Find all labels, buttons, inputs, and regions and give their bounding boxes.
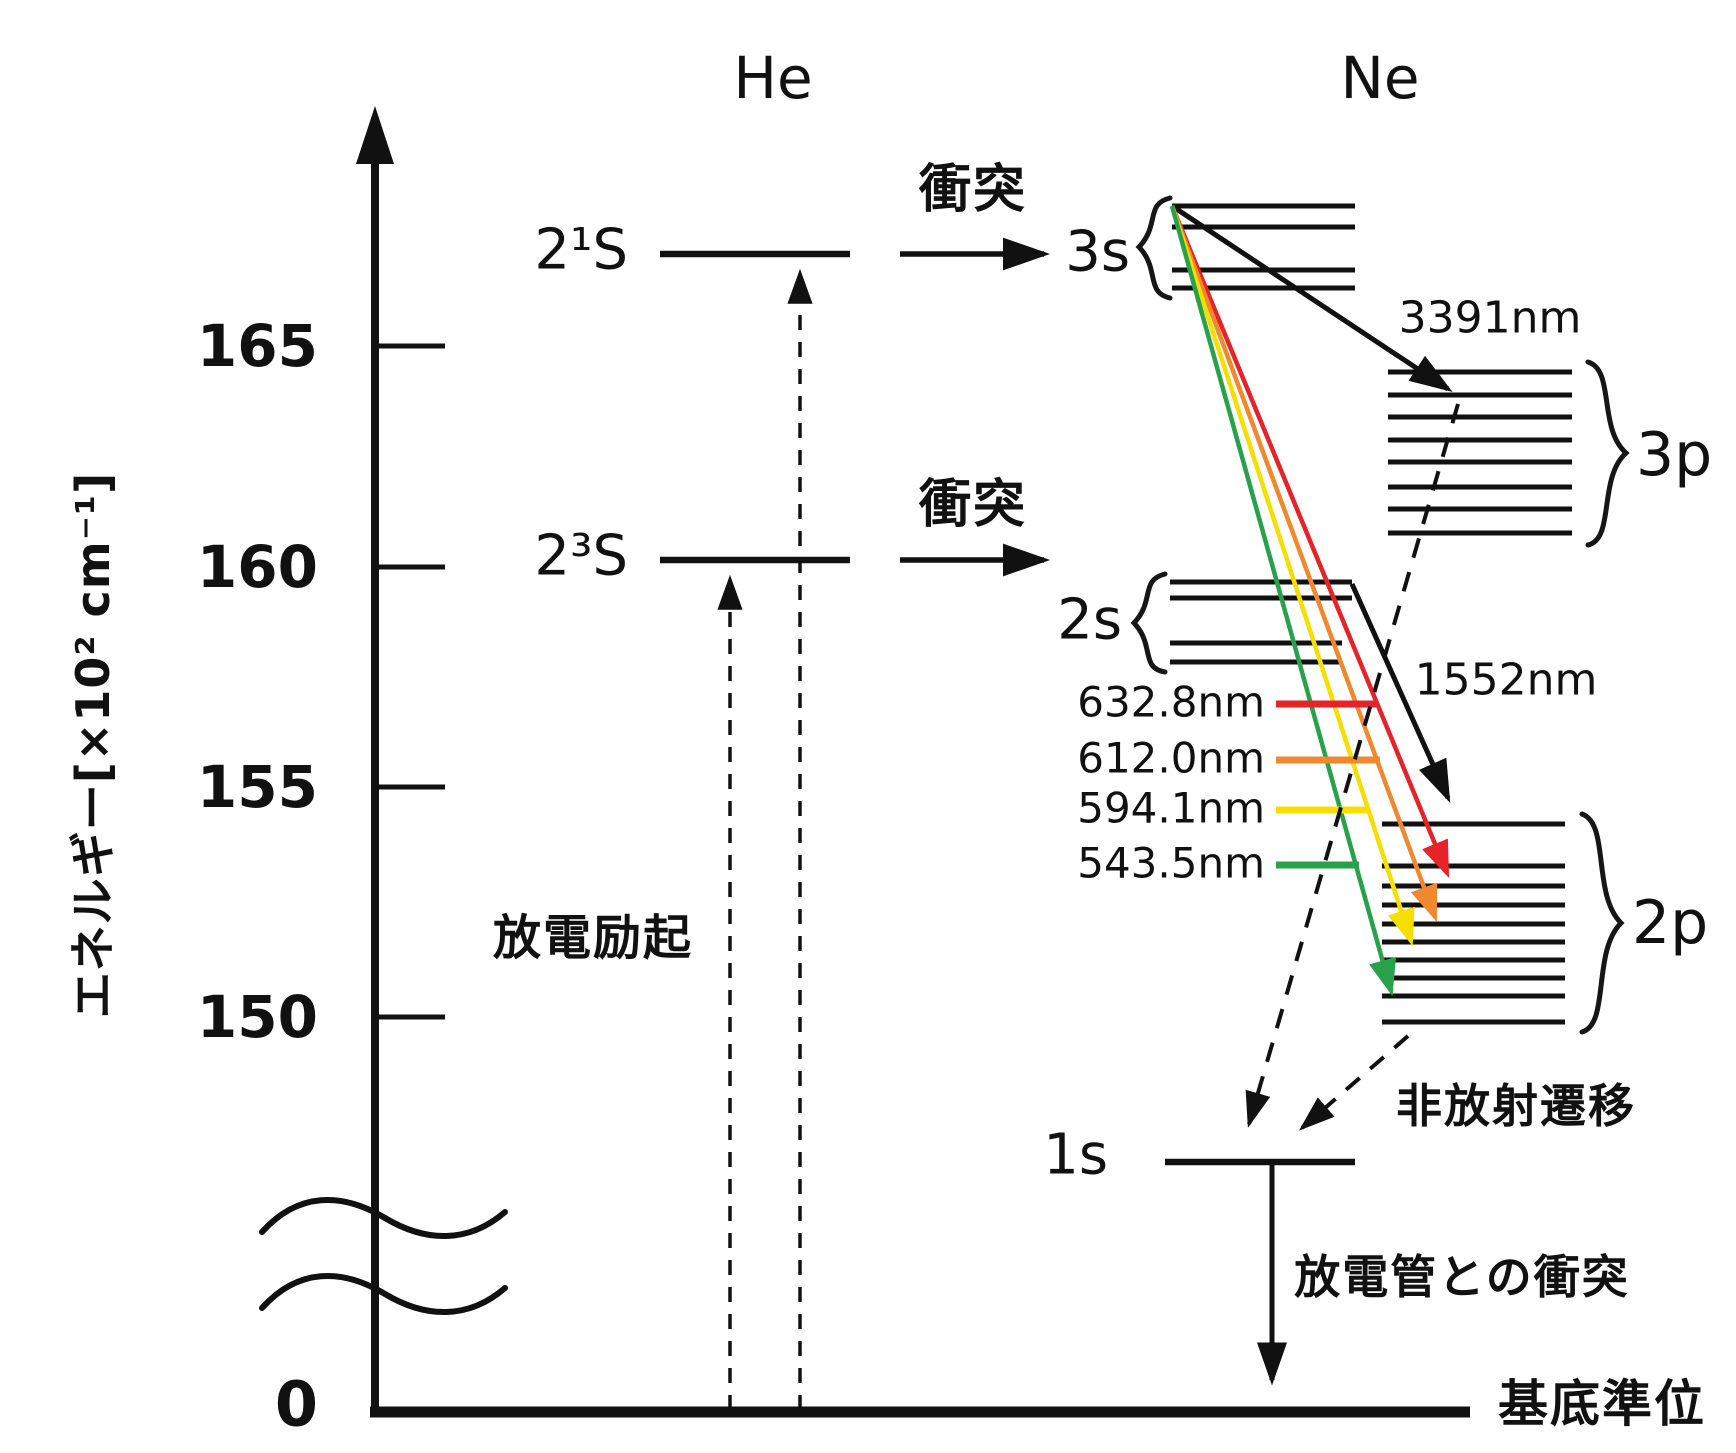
ne-group-2s-label: 2s [1057, 588, 1122, 653]
column-header-ne: Ne [1340, 44, 1419, 112]
wavelength-label-543nm: 543.5nm [1077, 839, 1265, 888]
brace-2p [1579, 811, 1625, 1035]
wavelength-label-632nm: 632.8nm [1077, 678, 1265, 727]
tube-collision-label: 放電管との衝突 [1294, 1250, 1630, 1304]
wavelength-label-612nm: 612.0nm [1077, 734, 1265, 783]
transition-3391nm-label: 3391nm [1399, 293, 1582, 344]
transition-632nm-arrow [1169, 205, 1450, 878]
axis-break-wave-upper [259, 1196, 508, 1239]
tick-label-0: 0 [275, 1368, 318, 1441]
collision-label-lower: 衝突 [918, 475, 1027, 535]
collision-label-upper: 衝突 [918, 160, 1027, 220]
tick-label-150: 150 [197, 983, 318, 1051]
tick-label-165: 165 [197, 312, 318, 380]
ne-group-2p-label: 2p [1632, 888, 1708, 958]
ne-level-1s-label: 1s [1043, 1123, 1108, 1188]
transition-612nm-arrow [1169, 205, 1438, 923]
nonradiative-arrow-2p-1s [1298, 1034, 1410, 1131]
he-level-23s-label: 2³S [534, 524, 628, 589]
tick-label-155: 155 [197, 753, 318, 821]
column-header-he: He [733, 44, 812, 112]
transition-543nm-arrow [1169, 205, 1396, 997]
y-axis [259, 106, 508, 1412]
brace-3p [1585, 359, 1630, 548]
nonradiative-arrow-3p-1s [1245, 403, 1460, 1128]
ne-group-3p-label: 3p [1636, 420, 1712, 490]
y-axis-title: エネルギー[×10² cm⁻¹] [66, 472, 120, 1018]
wavelength-label-594nm: 594.1nm [1077, 784, 1265, 833]
tick-label-160: 160 [197, 533, 318, 601]
transition-1552nm-arrow [1349, 582, 1451, 804]
transition-1552nm-label: 1552nm [1415, 655, 1598, 706]
axis-break-wave-lower [259, 1272, 508, 1315]
he-level-21s-label: 2¹S [534, 218, 628, 283]
transition-594nm-arrow [1169, 205, 1415, 947]
brace-2s [1130, 571, 1168, 675]
discharge-excitation-label: 放電励起 [493, 910, 693, 966]
ground-level-label: 基底準位 [1498, 1375, 1706, 1433]
y-axis-arrowhead-icon [356, 106, 394, 164]
ne-group-3p-lines [1388, 369, 1572, 536]
ne-group-3s-label: 3s [1065, 220, 1130, 285]
nonradiative-label: 非放射遷移 [1396, 1079, 1636, 1133]
brace-3s [1135, 195, 1173, 301]
transition-3391nm-arrow [1170, 203, 1453, 393]
